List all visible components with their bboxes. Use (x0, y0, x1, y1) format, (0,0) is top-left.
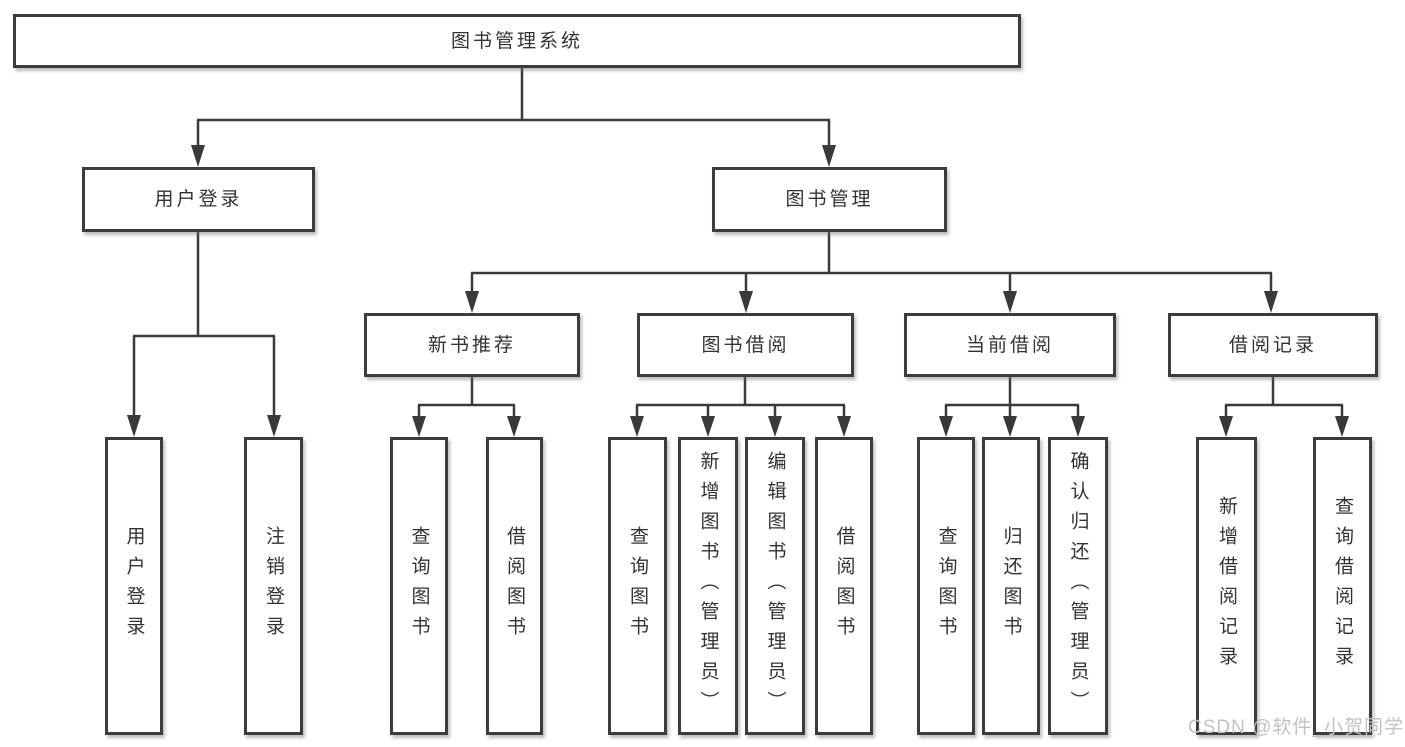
leaf-add-borrow-record: 新增借阅记录 (1196, 437, 1257, 735)
node-book-management-label: 图书管理 (785, 189, 874, 210)
node-borrowing-records-label: 借阅记录 (1228, 334, 1317, 356)
leaf-add-book-admin: 新增图书（管理员） (678, 437, 738, 735)
leaf-add-borrow-record-label: 新增借阅记录 (1216, 496, 1237, 676)
leaf-query-borrow-record-label: 查询借阅记录 (1332, 496, 1353, 676)
node-current-borrowing: 当前借阅 (904, 313, 1116, 377)
connector-user-login-children (127, 232, 281, 437)
node-book-borrowing-label: 图书借阅 (701, 334, 790, 356)
leaf-user-login-label: 用户登录 (123, 526, 145, 646)
leaf-logout-label: 注销登录 (263, 526, 284, 646)
leaf-query-books-borrowing-label: 查询图书 (627, 526, 648, 646)
leaf-borrow-books: 借阅图书 (815, 437, 873, 735)
leaf-borrow-books-recommend: 借阅图书 (486, 437, 543, 735)
leaf-query-books-recommend: 查询图书 (390, 437, 448, 735)
leaf-edit-book-admin-label: 编辑图书（管理员） (764, 451, 786, 721)
leaf-confirm-return-admin: 确认归还（管理员） (1048, 437, 1108, 735)
leaf-borrow-books-label: 借阅图书 (833, 526, 855, 646)
node-current-borrowing-label: 当前借阅 (965, 334, 1054, 356)
node-book-management: 图书管理 (712, 167, 947, 232)
node-root-label: 图书管理系统 (450, 30, 583, 52)
node-user-login: 用户登录 (82, 167, 315, 232)
leaf-return-books: 归还图书 (982, 437, 1040, 735)
leaf-user-login: 用户登录 (105, 437, 163, 735)
connector-book-mgmt-children (465, 232, 1278, 313)
connector-borrow-records-children (1219, 377, 1349, 437)
leaf-query-borrow-record: 查询借阅记录 (1313, 437, 1372, 735)
node-new-book-recommend: 新书推荐 (364, 313, 580, 377)
leaf-confirm-return-admin-label: 确认归还（管理员） (1067, 451, 1089, 721)
leaf-query-books-recommend-label: 查询图书 (408, 526, 430, 646)
leaf-return-books-label: 归还图书 (1000, 526, 1022, 646)
leaf-logout: 注销登录 (244, 437, 303, 735)
connector-new-book-children (412, 377, 521, 437)
connector-root-to-level2 (191, 68, 836, 167)
leaf-edit-book-admin: 编辑图书（管理员） (745, 437, 805, 735)
connector-book-borrow-children (630, 377, 851, 437)
leaf-add-book-admin-label: 新增图书（管理员） (697, 451, 719, 721)
watermark-text: CSDN @软件_小贺同学 (1188, 717, 1404, 738)
leaf-query-books-borrowing: 查询图书 (608, 437, 667, 735)
leaf-query-books-current-label: 查询图书 (935, 526, 957, 646)
node-book-borrowing: 图书借阅 (637, 313, 854, 377)
node-root: 图书管理系统 (13, 14, 1021, 68)
node-user-login-label: 用户登录 (154, 189, 243, 210)
leaf-borrow-books-recommend-label: 借阅图书 (504, 526, 525, 646)
node-new-book-recommend-label: 新书推荐 (427, 334, 516, 356)
leaf-query-books-current: 查询图书 (917, 437, 975, 735)
connector-current-borrow-children (939, 377, 1085, 437)
node-borrowing-records: 借阅记录 (1168, 313, 1378, 377)
